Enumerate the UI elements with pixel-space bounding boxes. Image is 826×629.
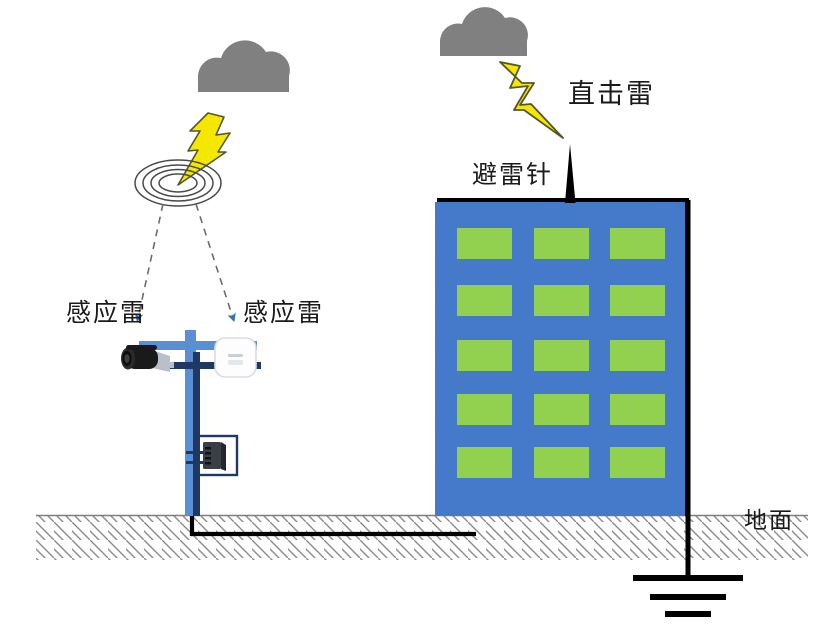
label-ground-surface: 地面 — [744, 508, 794, 534]
label-induced-lightning-right: 感应雷 — [243, 298, 325, 327]
storm-cloud-right — [440, 7, 528, 57]
surveillance-camera — [121, 345, 174, 372]
lightning-rod — [565, 144, 576, 203]
earth-ground-symbol — [633, 200, 743, 617]
lightning-bolt-direct — [499, 61, 564, 139]
utility-pole — [139, 330, 261, 516]
lightning-bolt-induced — [177, 112, 231, 186]
switch-enclosure — [194, 434, 239, 477]
electromagnetic-ripples — [134, 159, 222, 207]
label-induced-lightning-left: 感应雷 — [66, 298, 148, 327]
storm-cloud-left — [198, 40, 290, 92]
ground-area — [36, 514, 808, 560]
label-lightning-rod: 避雷针 — [472, 160, 554, 189]
network-switch — [186, 434, 239, 477]
grounding-conductor — [189, 512, 476, 537]
building-windows — [457, 228, 665, 478]
label-direct-strike: 直击雷 — [568, 79, 655, 110]
coupling-line-left — [134, 203, 164, 323]
building — [435, 198, 689, 516]
coupling-line-right — [195, 203, 236, 323]
soil-hatching — [36, 516, 808, 560]
wireless-access-point — [214, 337, 257, 378]
induced-coupling-lines — [134, 203, 236, 323]
